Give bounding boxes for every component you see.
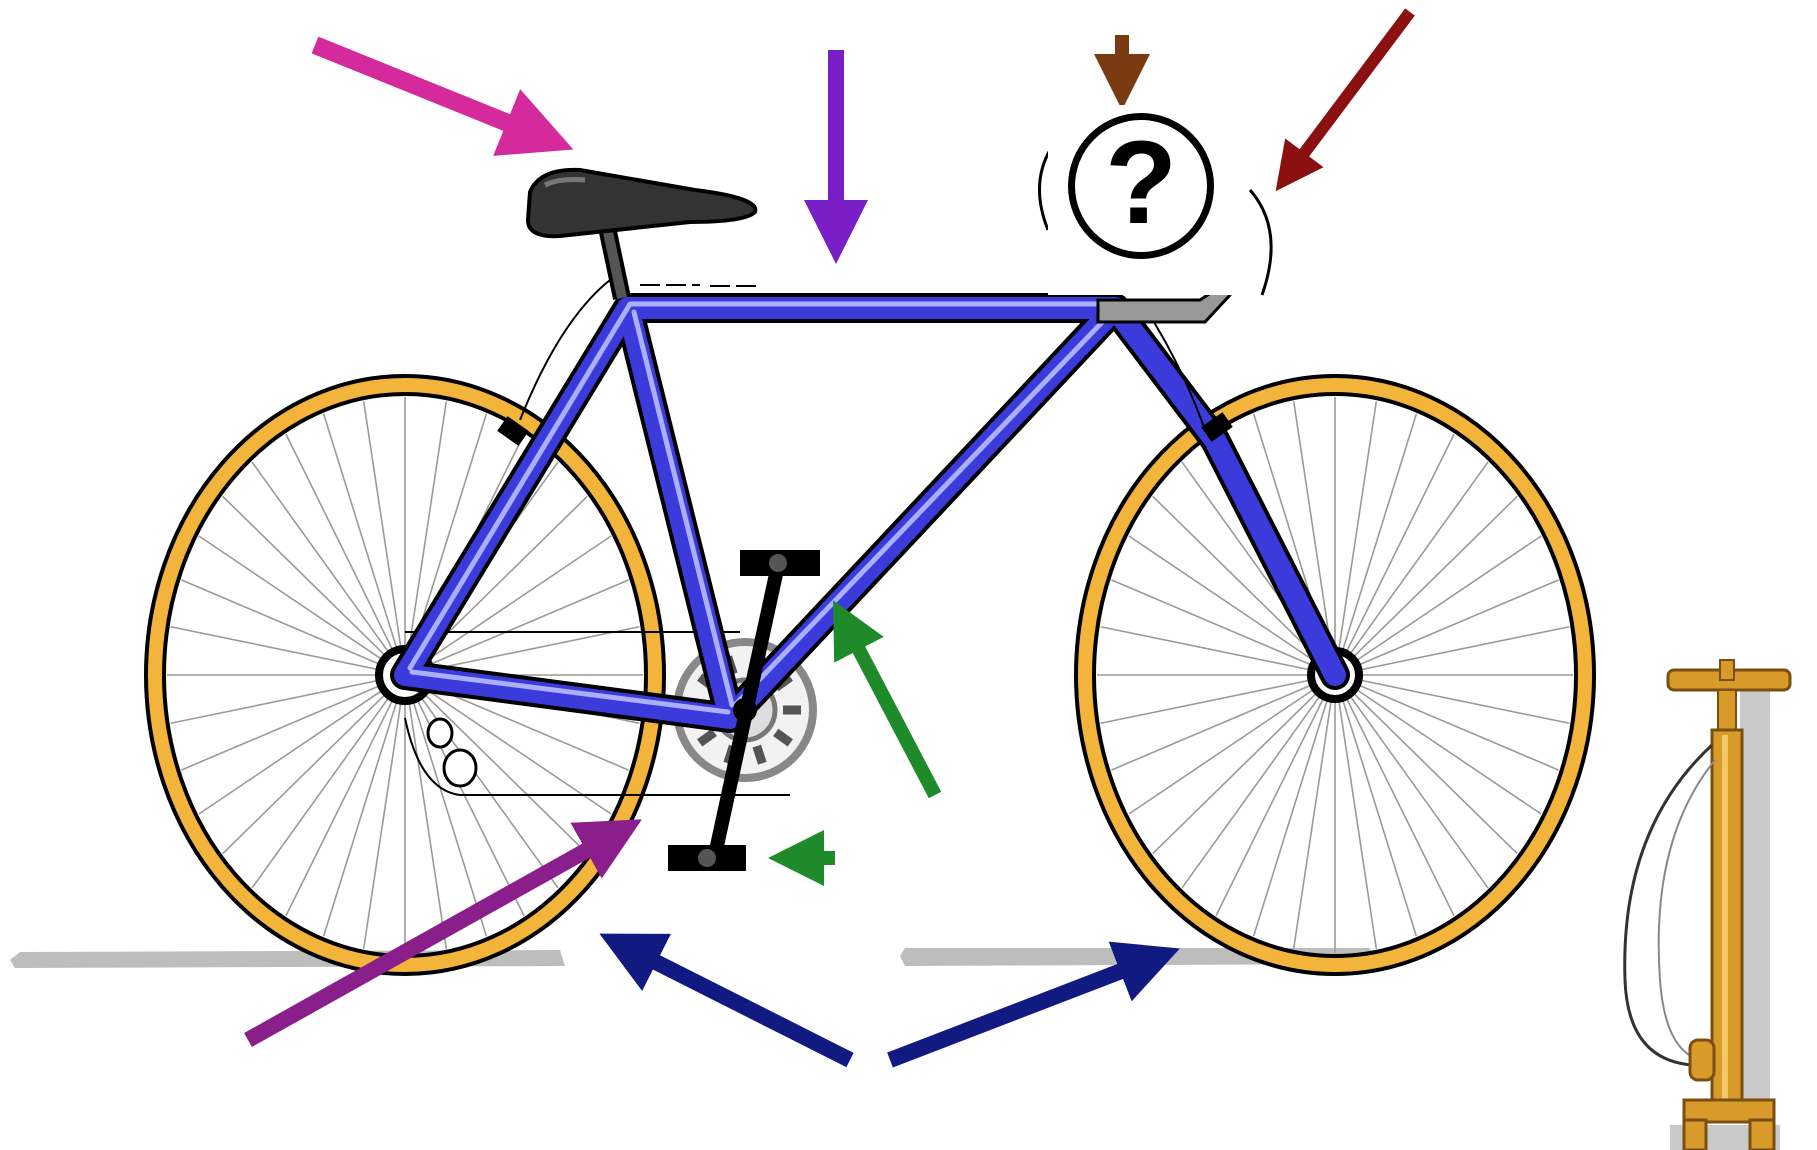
saddle-icon bbox=[528, 170, 755, 298]
derailleur-icon bbox=[428, 719, 476, 786]
tyre-arrow-right bbox=[890, 960, 1150, 1060]
brake-lever-arrow bbox=[1290, 12, 1410, 172]
pedal-arrow-green bbox=[846, 625, 935, 795]
question-mark-icon: ? bbox=[1068, 113, 1214, 259]
tyre-arrow-left bbox=[628, 948, 850, 1060]
chainring-tooth bbox=[757, 746, 763, 763]
question-mark: ? bbox=[1105, 124, 1177, 242]
pump-icon bbox=[1625, 660, 1790, 1150]
unknown-part-label: ? bbox=[1048, 105, 1238, 295]
saddle-arrow bbox=[315, 45, 540, 136]
ground-shadow bbox=[10, 948, 1375, 968]
